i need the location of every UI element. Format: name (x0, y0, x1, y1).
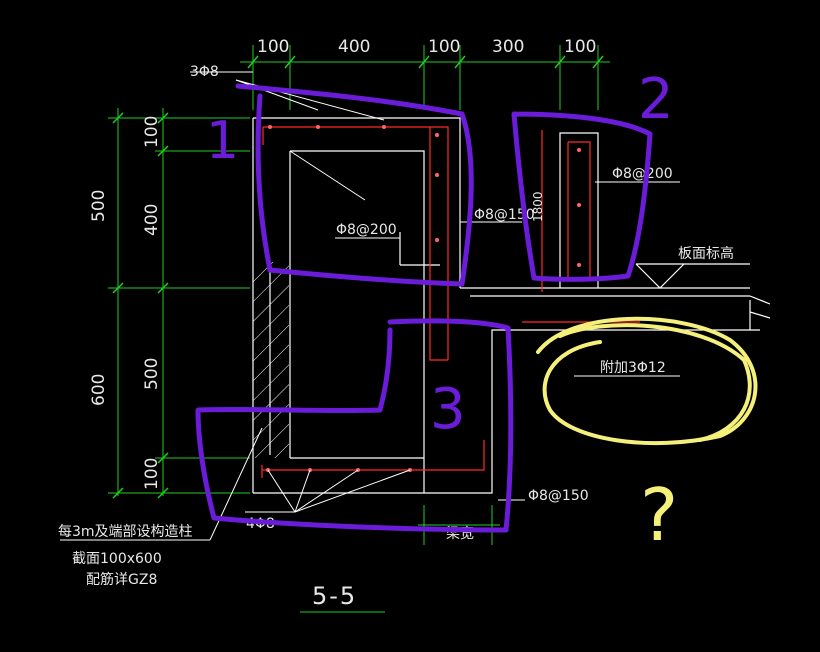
section-title: 5-5 (312, 582, 357, 610)
dim-left-outer-1: 500 (89, 190, 109, 222)
label-stirrup-a: Φ8@200 (336, 222, 397, 238)
dim-1800: 1800 (531, 191, 545, 222)
label-stirrup-b: Φ8@150 (474, 207, 535, 223)
dim-left-inner-3: 500 (142, 358, 162, 390)
dim-left-outer-2: 600 (89, 374, 109, 406)
dim-top-5: 100 (564, 37, 596, 57)
mark-2: 2 (638, 67, 674, 132)
note-line-1: 每3m及端部设构造柱 (58, 524, 193, 540)
dim-top-4: 300 (492, 37, 524, 57)
mark-1: 1 (206, 111, 239, 171)
dim-left-inner-2: 400 (142, 204, 162, 236)
note-line-2: 截面100x600 (72, 551, 162, 567)
dim-top-1: 100 (257, 37, 289, 57)
label-top-bars: 3Φ8 (190, 64, 219, 80)
dimension-ticks (112, 55, 604, 499)
yellow-markup (536, 316, 758, 446)
dim-top-2: 400 (338, 37, 370, 57)
handwritten-marks: 1 2 3 ? (206, 67, 678, 557)
label-slab-level: 板面标高 (678, 245, 734, 262)
hatch-wall (253, 262, 289, 458)
label-bottom-stirrup: Φ8@150 (528, 488, 589, 504)
label-stirrup-c: Φ8@200 (612, 166, 673, 182)
dimension-text: 100 400 100 300 100 500 600 100 400 500 … (89, 37, 596, 490)
purple-markup (195, 83, 653, 533)
mark-3: 3 (430, 377, 466, 442)
label-extra-bars: 附加3Φ12 (600, 360, 666, 376)
general-note: 每3m及端部设构造柱 截面100x600 配筋详GZ8 (58, 524, 193, 588)
note-line-3: 配筋详GZ8 (86, 571, 157, 588)
question-mark: ? (640, 473, 678, 557)
dim-top-3: 100 (428, 37, 460, 57)
dim-left-inner-1: 100 (142, 116, 162, 148)
dim-left-inner-4: 100 (142, 458, 162, 490)
